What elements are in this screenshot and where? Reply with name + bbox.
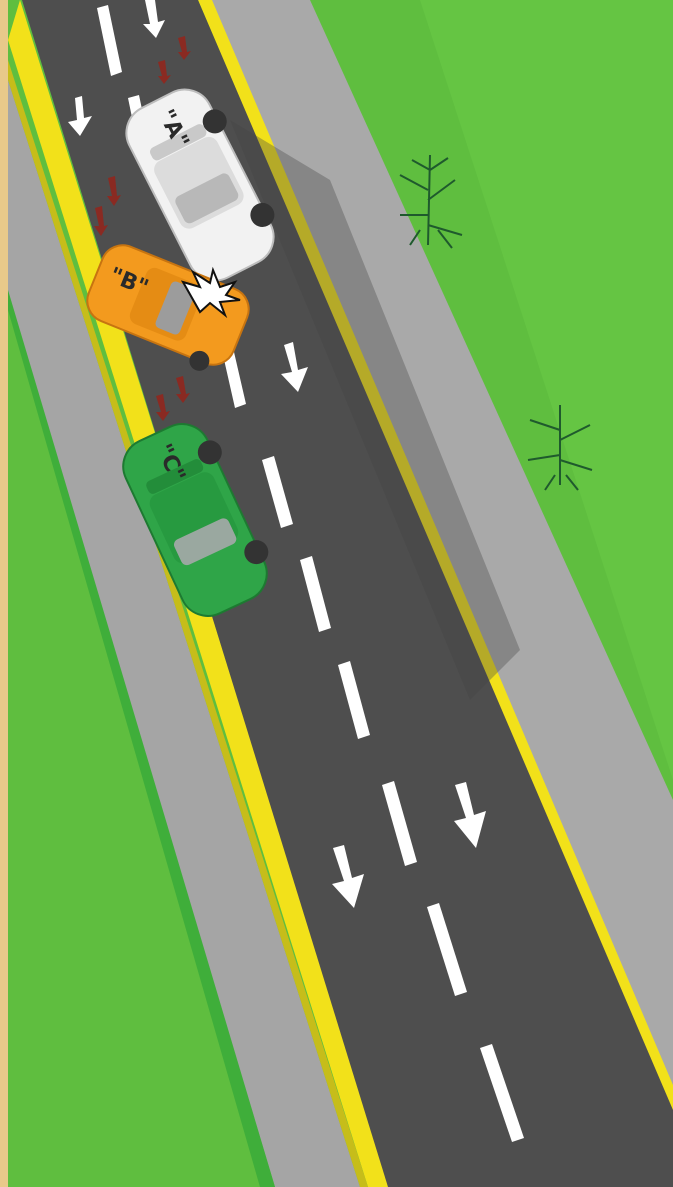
page-border	[0, 0, 8, 1187]
